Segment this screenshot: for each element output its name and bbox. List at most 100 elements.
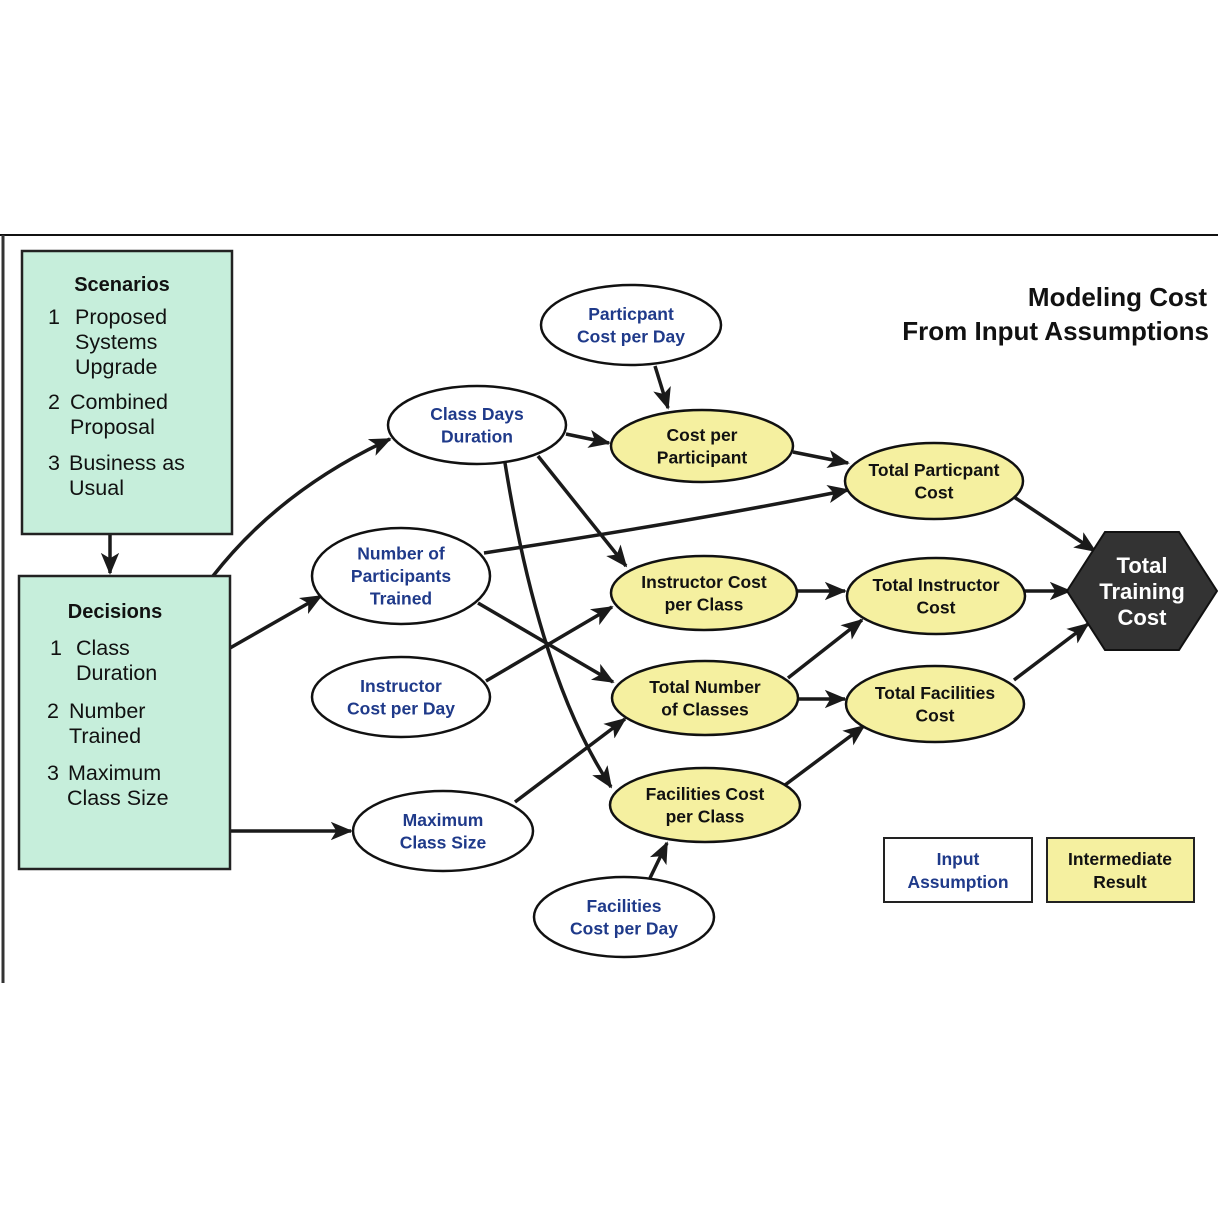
legend-intermediate-result: Intermediate Result [1046,837,1195,903]
title-line1: Modeling Cost [1028,282,1207,312]
node-instructor-cost-per-class-shape [609,554,799,632]
decision-2-line1: Number [69,699,145,723]
node-instructor-cost-per-day-label-1: Instructor [360,676,442,696]
node-number-of-participants-label-1: Number of [357,544,445,564]
legend: Input Assumption Intermediate Result [883,837,1195,903]
node-total-training-cost-label-3: Cost [1118,605,1168,630]
node-total-instructor-cost-shape [845,556,1027,636]
scenario-1-num: 1 [48,305,60,329]
node-total-instructor-cost-label-2: Cost [917,597,956,617]
scenarios-heading: Scenarios [74,274,170,296]
edge-maximum-class-size-to-total-number-of-classes [513,717,627,804]
node-total-number-of-classes-label-2: of Classes [661,699,749,719]
node-cost-per-participant-label-1: Cost per [667,425,738,445]
edge-class-days-duration-to-instructor-cost-per-class [536,454,628,568]
edge-class-days-duration-to-cost-per-participant [565,429,611,448]
decision-2-line2: Trained [69,724,141,748]
scenario-2-line2: Proposal [70,415,155,439]
node-total-training-cost-shape [1065,531,1218,651]
node-total-facilities-cost-label-1: Total Facilities [875,683,996,703]
decisions-box: Decisions 1 Class Duration 2 Number Trai… [17,574,232,871]
edge-facilities-cost-per-class-to-total-facilities-cost [783,724,866,787]
decision-2-num: 2 [47,699,59,723]
edges-layer [100,365,1097,879]
scenario-1-line3: Upgrade [75,355,157,379]
node-instructor-cost-per-class-label-2: per Class [665,594,744,614]
edge-instructor-cost-per-day-to-instructor-cost-per-class [485,605,614,683]
edge-decisions-to-class-days-duration [211,437,392,578]
decision-3-line2: Class Size [67,786,169,810]
decision-3-line1: Maximum [68,761,161,785]
scenario-3-line1: Business as [69,451,185,475]
node-participant-cost-per-day-label-1: Particpant [588,304,674,324]
scenario-2-num: 2 [48,390,60,414]
node-facilities-cost-per-class-label-2: per Class [666,806,745,826]
title-line2: From Input Assumptions [902,316,1209,346]
node-total-facilities-cost-label-2: Cost [916,705,955,725]
node-class-days-duration-shape [386,384,568,466]
node-facilities-cost-per-day-shape [532,875,716,959]
node-facilities-cost-per-class-shape [608,766,802,844]
legend-input-line2: Assumption [907,872,1008,892]
diagram-frame [0,234,1218,983]
diagram-title: Modeling Cost From Input Assumptions [902,282,1209,346]
node-number-of-participants-shape [310,526,492,626]
decision-1-line2: Duration [76,661,157,685]
node-number-of-participants-label-2: Participants [351,566,451,586]
node-class-days-duration-label-1: Class Days [430,404,524,424]
legend-intermediate-line2: Result [1093,872,1147,892]
edge-total-participant-cost-to-total-training-cost [1013,495,1097,553]
node-class-days-duration-label-2: Duration [441,426,513,446]
edge-participant-cost-per-day-to-cost-per-participant [653,365,671,410]
node-instructor-cost-per-class-label-1: Instructor Cost [641,572,767,592]
node-total-instructor-cost-label-1: Total Instructor [872,575,999,595]
node-number-of-participants-label-3: Trained [370,589,432,609]
edge-number-of-participants-to-total-participant-cost [483,485,850,555]
node-instructor-cost-per-day-shape [310,655,492,739]
node-participant-cost-per-day-label-2: Cost per Day [577,326,685,346]
node-total-number-of-classes-label-1: Total Number [649,677,761,697]
decision-3-num: 3 [47,761,59,785]
edge-number-of-participants-to-total-number-of-classes [477,601,615,684]
node-facilities-cost-per-day-label-2: Cost per Day [570,918,678,938]
scenario-3-num: 3 [48,451,60,475]
node-cost-per-participant-label-2: Participant [657,447,748,467]
decision-1-line1: Class [76,636,130,660]
scenario-2-line1: Combined [70,390,168,414]
scenario-1-line1: Proposed [75,305,167,329]
edge-total-number-of-classes-to-total-instructor-cost [786,618,864,680]
decisions-heading: Decisions [68,601,162,623]
node-total-participant-cost-label-2: Cost [915,482,954,502]
node-total-training-cost-label-2: Training [1099,579,1185,604]
node-maximum-class-size-label-2: Class Size [400,832,487,852]
node-facilities-cost-per-day-label-1: Facilities [587,896,662,916]
decision-1-num: 1 [50,636,62,660]
node-total-participant-cost-shape [843,441,1025,521]
node-facilities-cost-per-class-label-1: Facilities Cost [646,784,765,804]
edge-total-facilities-cost-to-total-training-cost [1012,622,1090,682]
legend-intermediate-line1: Intermediate [1068,849,1172,869]
edge-facilities-cost-per-day-to-facilities-cost-per-class [648,841,669,879]
scenario-3-line2: Usual [69,476,124,500]
node-total-number-of-classes-shape [610,659,800,737]
scenarios-box: Scenarios 1 Proposed Systems Upgrade 2 C… [20,249,234,536]
node-participant-cost-per-day-shape [539,283,723,367]
scenario-1-line2: Systems [75,330,157,354]
legend-input-assumption: Input Assumption [883,837,1033,903]
node-total-facilities-cost-shape [844,664,1026,744]
legend-input-line1: Input [937,849,980,869]
node-instructor-cost-per-day-label-2: Cost per Day [347,698,455,718]
